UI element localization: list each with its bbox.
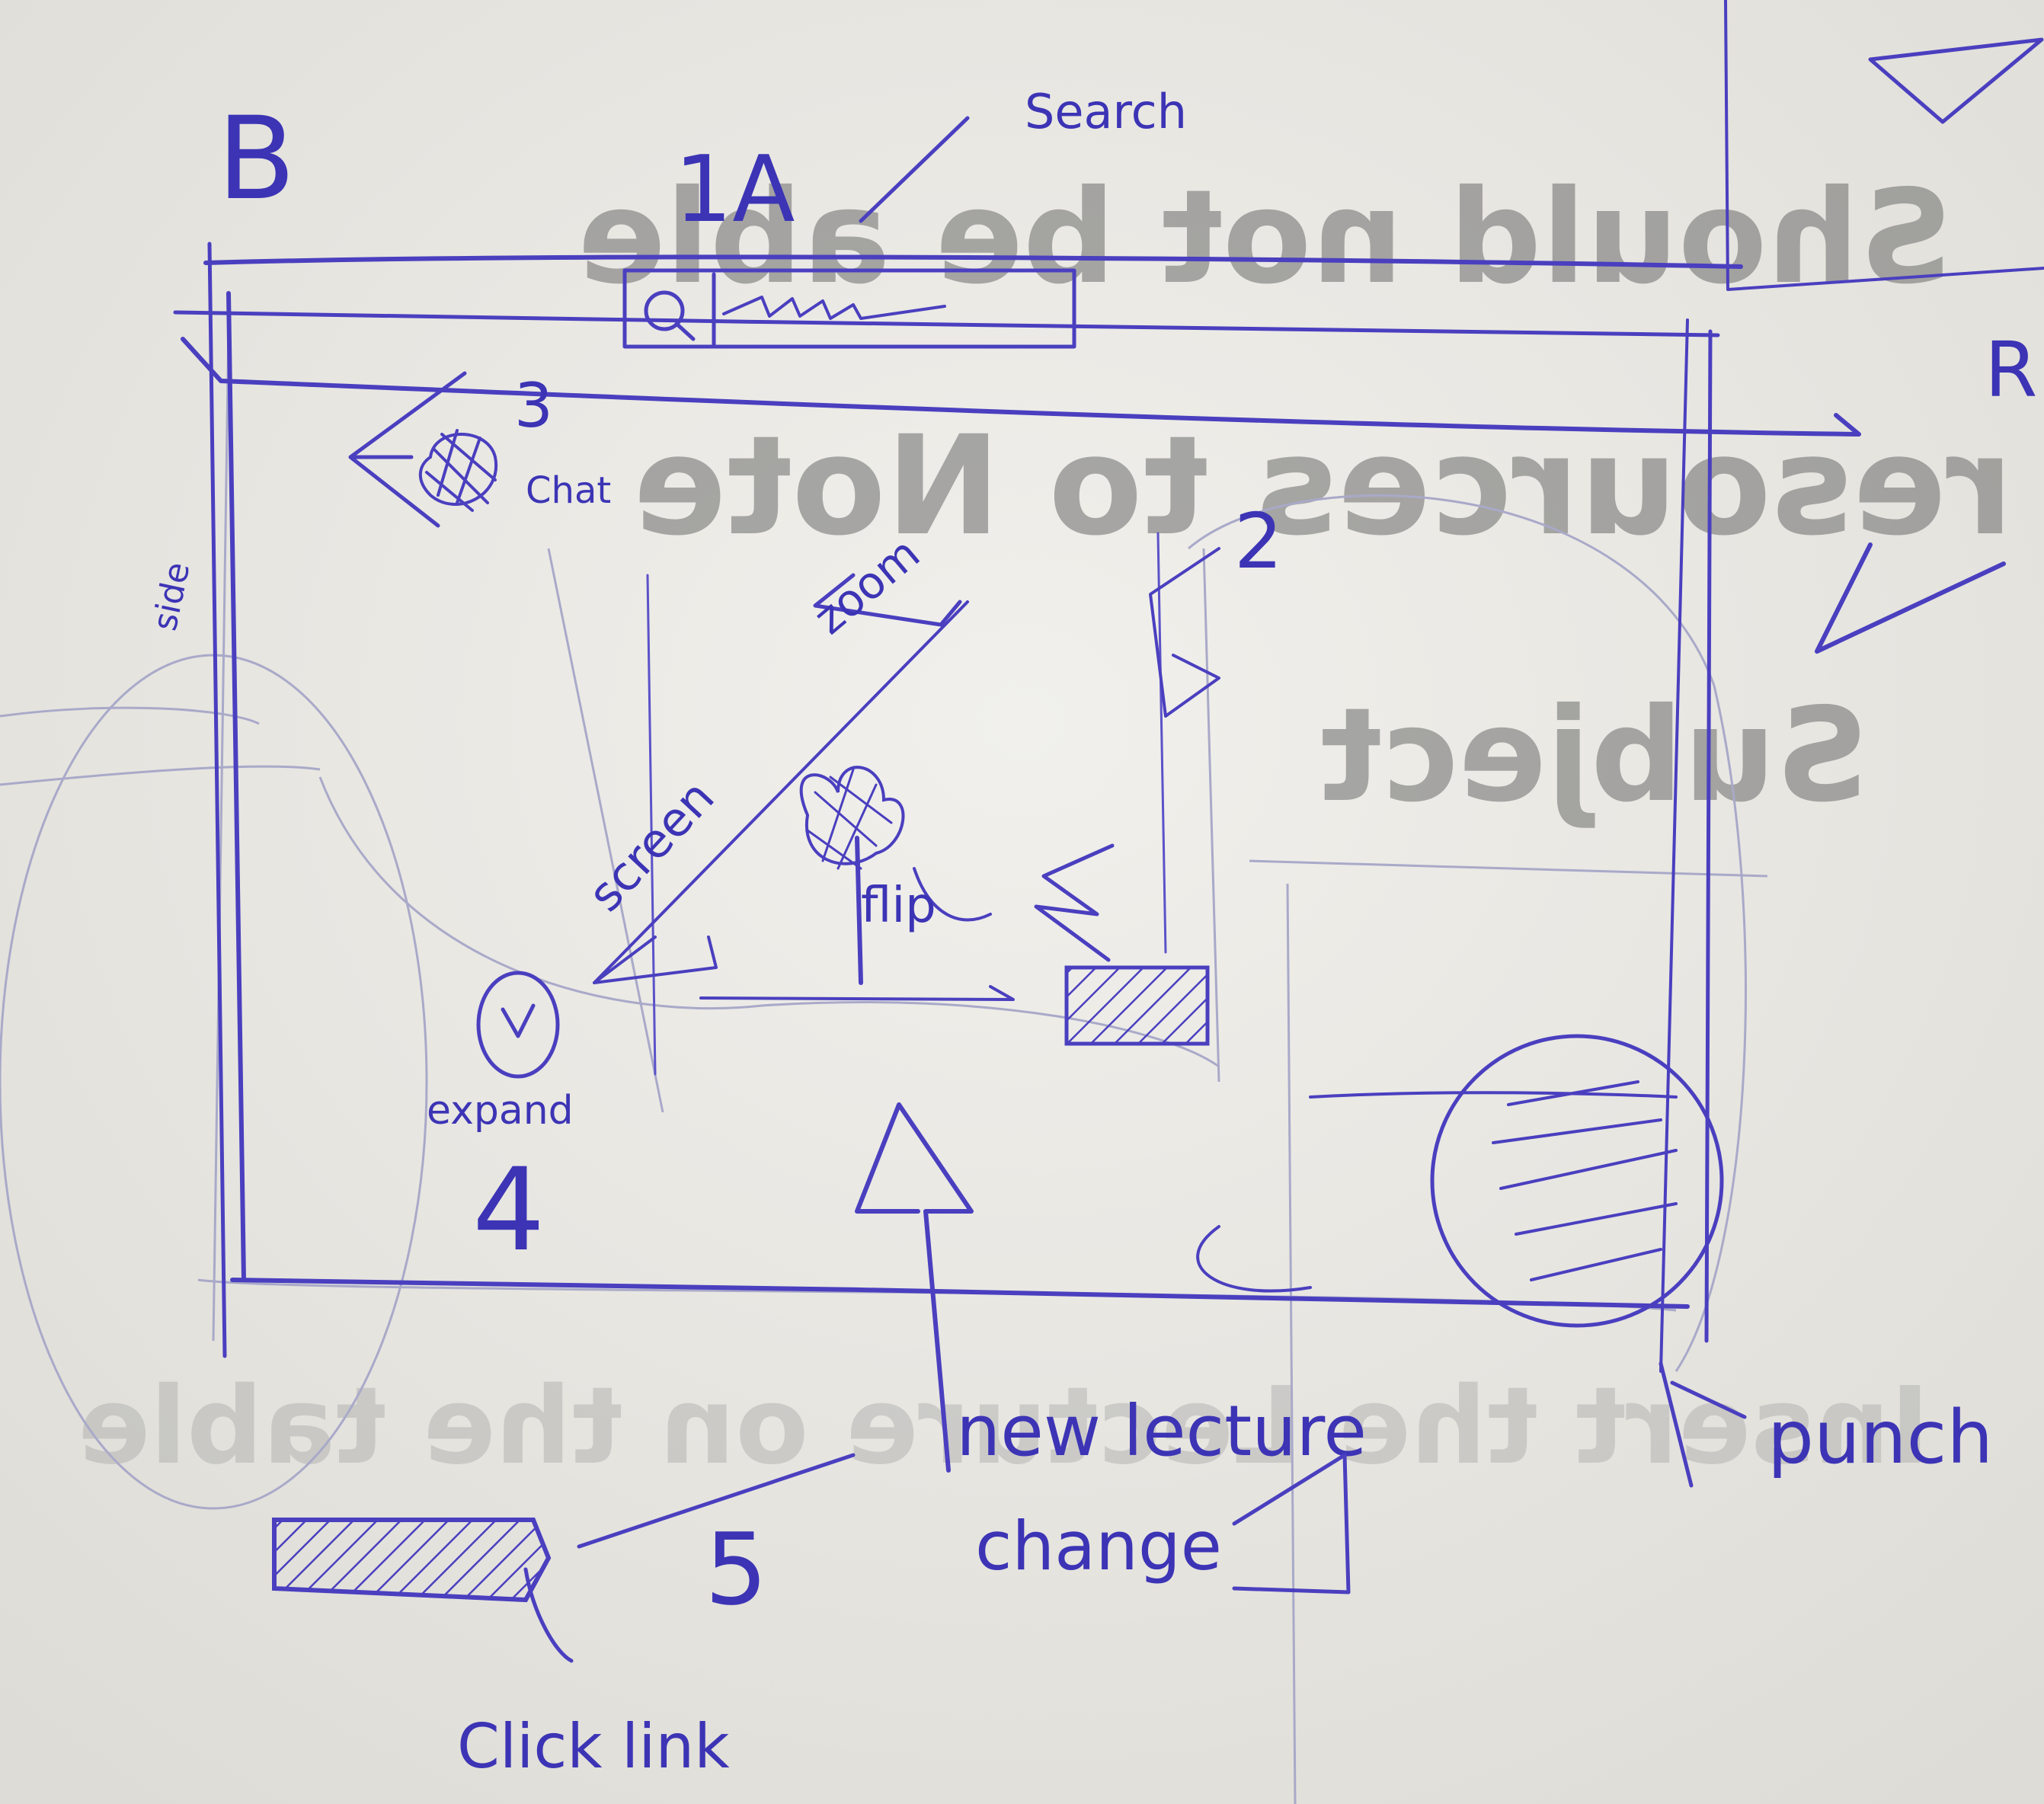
side-tool-outline — [1064, 965, 1210, 1046]
chat-number: 3 — [514, 370, 553, 441]
tree-icon — [799, 766, 905, 985]
expand-chevron-icon — [501, 1003, 536, 1038]
expand-button[interactable] — [476, 971, 560, 1079]
right-arrow-icon — [1815, 542, 2006, 654]
flip-underline — [913, 867, 992, 922]
search-callout-line — [859, 116, 970, 223]
click-link-callout — [577, 1453, 856, 1549]
search-icon — [644, 290, 685, 331]
flip-label: flip — [861, 878, 936, 934]
chat-arrow-icon — [348, 371, 467, 528]
search-icon-handle — [674, 321, 696, 341]
side-tool-button[interactable] — [1064, 965, 1210, 1046]
chat-button[interactable] — [418, 429, 498, 512]
screen-area — [646, 532, 1167, 1076]
bleed-line-1: Should not be able — [577, 162, 1953, 313]
bleed-through-writing: Should not be able resources to Note Sub… — [78, 162, 2014, 1489]
top-right-arrow-icon — [1868, 37, 2044, 124]
top-left-label: B — [217, 93, 296, 226]
screen-diagonal-arrow-icon — [593, 600, 969, 984]
punch-pointer — [1659, 1361, 1694, 1488]
chat-hatching — [425, 429, 497, 512]
zoom-bracket — [813, 573, 962, 627]
right-edge-letter: R — [1985, 325, 2037, 414]
chat-label: Chat — [526, 469, 611, 512]
bleed-line-bottom: Insert the Lecture on the table — [78, 1364, 1930, 1489]
punch-panel-outline — [1196, 1091, 1678, 1293]
expand-label: expand — [427, 1088, 574, 1134]
side-panel-arrow-icon — [1149, 547, 1220, 718]
bleed-line-3: Subject — [1319, 680, 1869, 831]
search-caption: Search — [1025, 84, 1187, 139]
punch-label: punch — [1767, 1395, 1993, 1480]
punch-circle-icon — [1430, 1034, 1724, 1328]
change-flag-icon — [1232, 1453, 1351, 1594]
click-link-box — [272, 1518, 552, 1603]
search-input-scribble — [722, 296, 946, 320]
expand-number: 4 — [472, 1144, 545, 1277]
search-region-label: 1A — [674, 137, 795, 243]
window-frame — [173, 241, 1747, 1419]
page-divider-top — [1724, 0, 2044, 291]
header-bar-arrow-icon — [181, 337, 1861, 437]
click-link-button[interactable] — [272, 1518, 552, 1603]
new-lecture-arrow-icon — [855, 1102, 974, 1473]
bleed-line-2: resources to Note — [633, 407, 2014, 566]
click-link-label: Click link — [457, 1711, 730, 1782]
expand-circle-icon — [476, 971, 560, 1079]
side-tool-arrow-icon — [1034, 843, 1115, 962]
search-box[interactable] — [622, 268, 1076, 349]
change-label: change — [975, 1507, 1222, 1585]
click-link-number: 5 — [705, 1511, 768, 1627]
search-box-outline — [622, 268, 1076, 349]
right-top-number: 2 — [1234, 497, 1283, 586]
new-lecture-label: new lecture — [956, 1390, 1367, 1472]
click-link-tail — [523, 1567, 574, 1663]
